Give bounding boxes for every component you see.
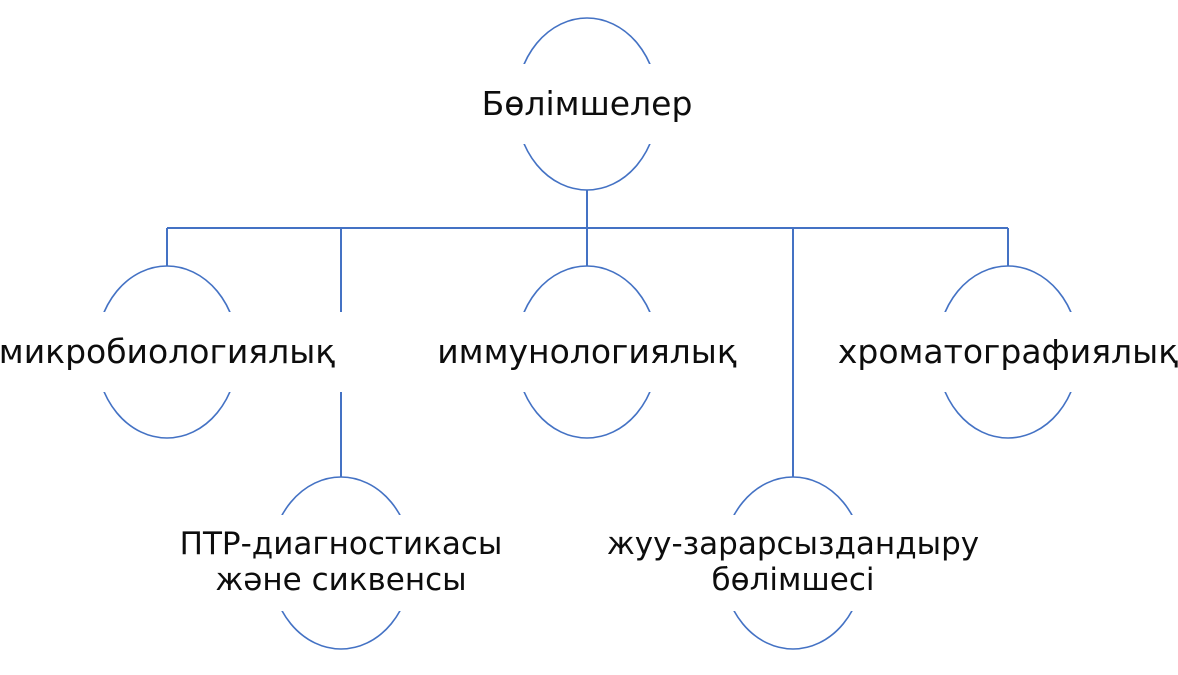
node-label-chromatography[interactable]: хроматографиялық bbox=[834, 312, 1178, 392]
node-label-pcr[interactable]: ПТР-диагностикасы және сиквенсы bbox=[171, 515, 511, 611]
node-label-root[interactable]: Бөлімшелер bbox=[442, 64, 732, 144]
node-label-microbiology[interactable]: микробиологиялық bbox=[0, 312, 343, 392]
node-label-washing[interactable]: жуу-зарарсыздандыру бөлімшесі bbox=[595, 515, 991, 611]
node-label-immunology[interactable]: иммунологиялық bbox=[427, 312, 747, 392]
